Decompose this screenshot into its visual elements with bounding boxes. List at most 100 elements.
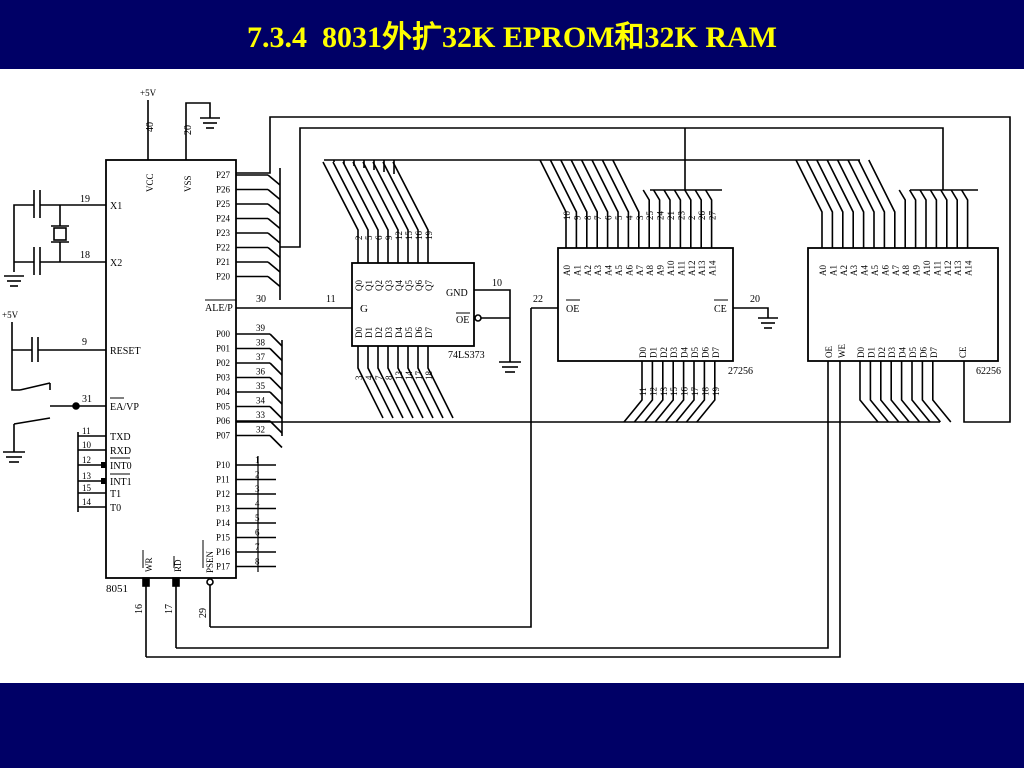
eprom-body bbox=[557, 247, 734, 362]
latch-q-pin-label: Q6 bbox=[414, 280, 424, 291]
rd-pin-number: 17 bbox=[164, 604, 175, 614]
eprom-addr-pin-number: 4 bbox=[624, 215, 634, 220]
ram-addr-pin-label: A11 bbox=[932, 261, 942, 276]
mcu-p2-pin-label: P20 bbox=[216, 272, 231, 282]
ground-symbol-vss bbox=[200, 117, 220, 129]
mcu-p0-pin-number: 35 bbox=[256, 381, 266, 391]
eprom-addr-pin-number: 2 bbox=[687, 216, 697, 221]
latch-d-pin-number: 18 bbox=[424, 371, 434, 381]
eprom-addr-pin-number: 24 bbox=[656, 211, 666, 221]
mcu-pin-number: 12 bbox=[82, 455, 91, 465]
mcu-p2-pin-label: P24 bbox=[216, 214, 231, 224]
ram-addr-pin-label: A5 bbox=[870, 265, 880, 276]
x1-pin-number: 19 bbox=[80, 194, 90, 205]
mcu-p2-pin-label: P21 bbox=[216, 257, 230, 267]
mcu-pin-number: 11 bbox=[82, 426, 91, 436]
latch-g-pin-number: 11 bbox=[326, 294, 336, 305]
latch-q-pin-number: 5 bbox=[364, 235, 374, 240]
latch-d-pin-label: D2 bbox=[374, 327, 384, 338]
mcu-p1-pin-number: 1 bbox=[255, 455, 260, 465]
latch-d-pin-number: 17 bbox=[414, 371, 424, 381]
ram-addr-pin-label: A10 bbox=[922, 260, 932, 276]
mcu-p1-pin-label: P15 bbox=[216, 533, 231, 543]
mcu-pin-number: 10 bbox=[82, 440, 92, 450]
eprom-addr-pin-label: A2 bbox=[583, 265, 593, 276]
eprom-ce-label: CE bbox=[714, 304, 727, 315]
ram-addr-pin-label: A4 bbox=[860, 265, 870, 276]
vss-pin-number: 20 bbox=[183, 125, 194, 135]
latch-q-pin-number: 19 bbox=[424, 231, 434, 241]
ram-data-pin-label: D2 bbox=[877, 347, 887, 358]
schematic-panel: 8051 +5V 40 VCC 20 VSS 19 X1 18 X2 +5V bbox=[0, 69, 1024, 683]
mcu-p1-pin-number: 2 bbox=[255, 470, 260, 480]
latch-d-pin-number: 4 bbox=[364, 375, 374, 380]
eprom-data-pin-label: D2 bbox=[659, 347, 669, 358]
eprom-addr-pin-label: A3 bbox=[593, 265, 603, 276]
ale-pin-label: ALE/P bbox=[205, 303, 233, 314]
ale-pin-number: 30 bbox=[256, 294, 266, 305]
eprom-data-pin-label: D7 bbox=[711, 347, 721, 358]
mcu-p0-pin-label: P01 bbox=[216, 344, 230, 354]
latch-q-pin-label: Q7 bbox=[424, 280, 434, 291]
reset-pin-label: RESET bbox=[110, 346, 141, 357]
latch-q-pin-number: 6 bbox=[374, 235, 384, 240]
mcu-pin-label: T0 bbox=[110, 503, 121, 514]
latch-q-pin-label: Q4 bbox=[394, 280, 404, 291]
ram-addr-pin-label: A12 bbox=[943, 261, 953, 277]
mcu-p0-pin-number: 36 bbox=[256, 367, 266, 377]
eprom-addr-pin-label: A7 bbox=[635, 265, 645, 276]
ram-addr-pin-label: A3 bbox=[849, 265, 859, 276]
latch-g-label: G bbox=[360, 303, 368, 315]
latch-name: 74LS373 bbox=[448, 350, 485, 361]
ram-addr-pin-label: A7 bbox=[891, 265, 901, 276]
mcu-pin-number: 15 bbox=[82, 483, 92, 493]
ea-pin-label: EA/VP bbox=[110, 402, 139, 413]
mcu-p0-pin-label: P02 bbox=[216, 358, 230, 368]
slide-title-bar: 7.3.4 8031外扩32K EPROM和32K RAM bbox=[0, 0, 1024, 68]
mcu-p1-pin-label: P13 bbox=[216, 504, 231, 514]
latch-body bbox=[351, 262, 475, 347]
eprom-addr-pin-label: A10 bbox=[666, 260, 676, 276]
mcu-p0-pin-label: P00 bbox=[216, 329, 231, 339]
mcu-p1-pin-label: P14 bbox=[216, 518, 231, 528]
mcu-p1-pin-label: P10 bbox=[216, 460, 231, 470]
eprom-data-pin-label: D3 bbox=[669, 347, 679, 358]
eprom-addr-pin-number: 7 bbox=[593, 215, 603, 220]
ram-data-pin-label: D5 bbox=[908, 347, 918, 358]
psen-pin-label: PSEN bbox=[205, 550, 215, 573]
latch-oe-label: OE bbox=[456, 315, 469, 326]
eprom-data-pin-number: 19 bbox=[711, 387, 721, 397]
eprom-oe-label: OE bbox=[566, 304, 579, 315]
latch-q-pin-number: 16 bbox=[414, 231, 424, 241]
mcu-control-pins: WR RD PSEN 16 17 29 bbox=[134, 540, 215, 657]
slide-title: 7.3.4 8031外扩32K EPROM和32K RAM bbox=[247, 21, 777, 54]
latch-q-pin-number: 9 bbox=[384, 235, 394, 240]
wr-pin-label: WR bbox=[144, 558, 154, 573]
mcu-p2-pin-label: P26 bbox=[216, 185, 231, 195]
eprom-data-pin-number: 12 bbox=[648, 387, 658, 396]
eprom-ce-pin-number: 20 bbox=[750, 294, 760, 305]
mcu-p0-pin-number: 33 bbox=[256, 410, 266, 420]
eprom-data-pin-number: 17 bbox=[690, 387, 700, 397]
latch-d-pin-number: 14 bbox=[404, 371, 414, 381]
mcu-pin-number: 14 bbox=[82, 497, 92, 507]
ram-data-pin-label: D3 bbox=[887, 347, 897, 358]
eprom-addr-pin-label: A11 bbox=[676, 261, 686, 276]
eprom-name: 27256 bbox=[728, 366, 753, 377]
eprom-addr-pin-label: A4 bbox=[604, 265, 614, 276]
x2-pin-label: X2 bbox=[110, 258, 122, 269]
mcu-pin-label: INT0 bbox=[110, 461, 132, 472]
latch-d-pin-label: D4 bbox=[394, 327, 404, 338]
latch-d-pin-number: 13 bbox=[394, 371, 404, 381]
eprom-addr-pin-label: A9 bbox=[656, 265, 666, 276]
eprom-data-pin-number: 13 bbox=[659, 387, 669, 397]
eprom-data-pin-number: 11 bbox=[638, 387, 648, 396]
mcu-p0-pin-label: P06 bbox=[216, 416, 231, 426]
eprom-addr-pin-number: 23 bbox=[676, 211, 686, 221]
eprom-data-pin-label: D6 bbox=[700, 347, 710, 358]
eprom-addr-pin-label: A1 bbox=[572, 265, 582, 276]
